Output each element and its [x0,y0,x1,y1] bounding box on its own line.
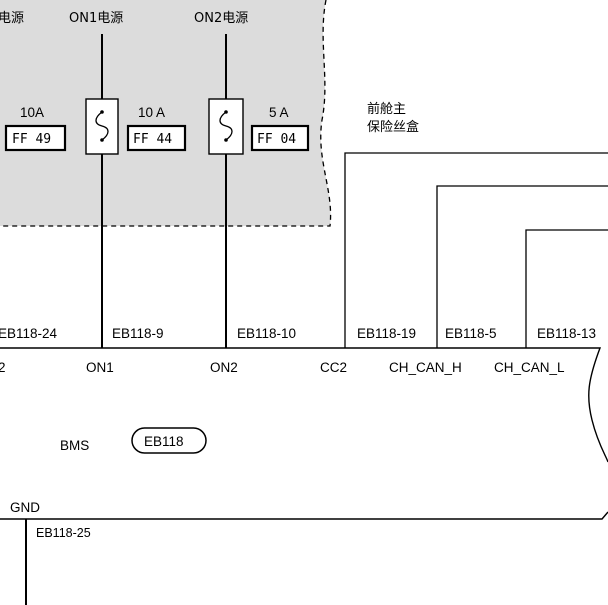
fuse-on1-dot-top [100,110,104,114]
pin-label-9: EB118-9 [112,326,164,341]
fuse-id-box-on1 [126,124,187,152]
bms-module-bottom-edge [0,511,608,520]
wire-can-l [525,229,608,348]
pin-label-5: EB118-5 [445,326,497,341]
fuse-on1-dot-bottom [100,138,104,142]
bms-module-outline [0,347,608,463]
fuse-on1-symbol [95,111,109,141]
fuse-box-region [0,0,331,226]
module-name: BMS [60,438,89,453]
signal-can-h: CH_CAN_H [389,360,462,375]
signal-cc2: CC2 [320,360,347,375]
wire-can-h [436,185,608,348]
connector-badge-label: EB118 [144,434,184,449]
signal-can-l: CH_CAN_L [494,360,565,375]
signal-gnd: GND [10,500,40,515]
fuse-rating-on1: 10 A [138,105,165,120]
fuse-id-on1: FF 44 [133,132,172,147]
signal-left-cut: 2 [0,360,6,375]
fuse-on2-symbol [219,111,233,141]
fuse-on2-dot-bottom [224,138,228,142]
power-label-on1: ON1电源 [69,11,123,26]
fuse-rating-left: 10A [20,105,44,120]
fuse-id-on2: FF 04 [257,132,296,147]
fuse-rating-on2: 5 A [269,105,289,120]
pin-label-19: EB118-19 [357,326,416,341]
fuse-on2-dot-top [224,110,228,114]
fuse-id-box-left [4,124,67,152]
signal-on2: ON2 [210,360,238,375]
fuse-box-label-line1: 前舱主 [367,101,406,117]
pin-label-25: EB118-25 [36,526,91,540]
connector-badge [131,427,207,454]
power-label-left: 电源 [0,11,24,26]
power-label-on2: ON2电源 [194,11,248,26]
wire-cc2 [344,152,608,348]
pin-label-10: EB118-10 [237,326,296,341]
pin-label-13: EB118-13 [537,326,596,341]
fuse-box-label-line2: 保险丝盒 [367,119,419,135]
fuse-box-dashed-border [0,0,332,227]
fuse-id-box-on2 [250,124,310,152]
fuse-id-left: FF 49 [12,132,51,147]
signal-on1: ON1 [86,360,114,375]
pin-label-24: EB118-24 [0,326,58,341]
